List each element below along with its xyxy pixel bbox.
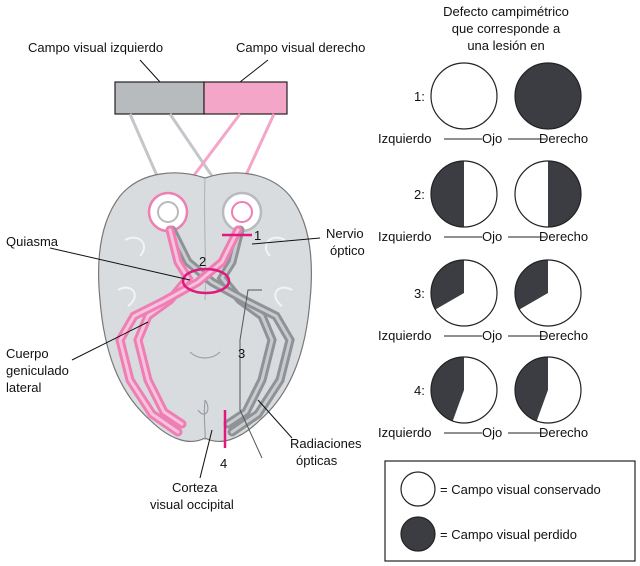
defect-row-3-number: 3: (414, 286, 425, 301)
corteza-label-line1: Corteza (172, 480, 218, 495)
defect-row-4-right-eye-label: Derecho (539, 425, 588, 440)
brain-outline (98, 172, 312, 442)
defect-row-3-right-eye-label: Derecho (539, 328, 588, 343)
defect-row-3-left-eye-field (430, 259, 498, 327)
nervio-optico-label-line2: óptico (330, 243, 365, 258)
lesion-number-2: 2 (199, 254, 206, 269)
right-eye (221, 191, 263, 233)
defect-row-4-left-eye-field (430, 356, 498, 424)
legend-conserved-icon (400, 471, 436, 507)
defect-row-3-eye-label: Ojo (482, 328, 502, 343)
defect-row-2-eye-label: Ojo (482, 229, 502, 244)
left-field-label: Campo visual izquierdo (28, 40, 163, 55)
legend-lost-icon (400, 516, 436, 552)
corteza-label-line2: visual occipital (150, 497, 234, 512)
defect-row-2-left-eye-field (430, 160, 498, 228)
right-visual-field-box (203, 81, 288, 115)
lesion-number-4: 4 (220, 456, 227, 471)
defect-row: 4: Izquierdo Ojo Derecho (378, 356, 588, 440)
legend-conserved-label: = Campo visual conservado (440, 482, 601, 497)
defect-row-3-left-eye-label: Izquierdo (378, 328, 431, 343)
defect-row-2-right-eye-label: Derecho (539, 229, 588, 244)
defect-row-1-left-eye-field (430, 62, 498, 130)
cuerpo-geniculado-label-line1: Cuerpo (6, 346, 49, 361)
defect-row-1-right-eye-label: Derecho (539, 131, 588, 146)
defect-row-1-eye-label: Ojo (482, 131, 502, 146)
defect-row-2-right-eye-field (514, 160, 582, 228)
defect-row-4-left-eye-label: Izquierdo (378, 425, 431, 440)
defects-heading-line3: una lesión en (467, 38, 544, 53)
lesion-number-1: 1 (254, 228, 261, 243)
lesion-2-marker (181, 267, 231, 295)
defect-row-2-number: 2: (414, 187, 425, 202)
left-visual-field-box (114, 81, 205, 115)
defect-row-1-number: 1: (414, 89, 425, 104)
defect-row-1-right-eye-field (514, 62, 582, 130)
lesion-3-bracket (239, 289, 263, 459)
defect-row-3-right-eye-field (514, 259, 582, 327)
lesion-number-3: 3 (238, 346, 245, 361)
lesion-markers (181, 233, 263, 459)
defect-row: 3: Izquierdo Ojo Derecho (378, 259, 588, 343)
defect-row-4-eye-label: Ojo (482, 425, 502, 440)
defect-row-2-left-eye-label: Izquierdo (378, 229, 431, 244)
radiaciones-label-line2: ópticas (296, 453, 338, 468)
legend-lost-label: = Campo visual perdido (440, 527, 577, 542)
defects-heading-line2: que corresponde a (452, 21, 561, 36)
quiasma-label: Quiasma (6, 234, 59, 249)
right-field-label: Campo visual derecho (236, 40, 365, 55)
defect-row-4-right-eye-field (514, 356, 582, 424)
defects-heading-line1: Defecto campimétrico (443, 4, 569, 19)
defect-row: 2: Izquierdo Ojo Derecho (378, 160, 588, 244)
radiaciones-label-line1: Radiaciones (290, 436, 362, 451)
cuerpo-geniculado-label-line2: geniculado (6, 363, 69, 378)
defect-row-1-left-eye-label: Izquierdo (378, 131, 431, 146)
defect-row: 1: Izquierdo Ojo Derecho (378, 62, 588, 146)
defect-row-4-number: 4: (414, 383, 425, 398)
left-eye (147, 191, 189, 233)
nervio-optico-label-line1: Nervio (326, 226, 364, 241)
cuerpo-geniculado-label-line3: lateral (6, 380, 42, 395)
